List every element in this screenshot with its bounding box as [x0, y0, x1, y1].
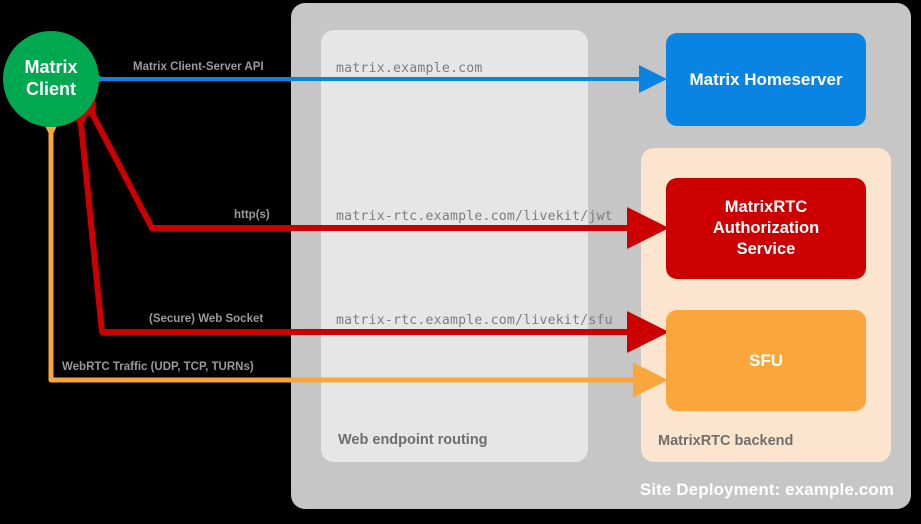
- node-matrix-homeserver-label: Matrix Homeserver: [689, 69, 843, 89]
- endpoint-label-livekit-sfu: matrix-rtc.example.com/livekit/sfu: [336, 313, 613, 328]
- node-matrix-client: Matrix Client: [3, 31, 99, 127]
- node-sfu: SFU: [666, 310, 866, 411]
- node-matrixrtc-authorization-service: MatrixRTC Authorization Service: [666, 178, 866, 279]
- node-auth-service-line3: Service: [736, 240, 796, 259]
- node-matrix-client-line1: Matrix: [24, 57, 78, 78]
- web-endpoint-routing-container: Web endpoint routing: [321, 30, 588, 462]
- endpoint-label-livekit-jwt: matrix-rtc.example.com/livekit/jwt: [336, 209, 613, 224]
- node-auth-service-line1: MatrixRTC: [724, 197, 808, 216]
- node-matrix-client-line2: Client: [25, 79, 76, 99]
- flow-label-secure-websocket: (Secure) Web Socket: [149, 313, 264, 325]
- flow-label-client-server-api: Matrix Client-Server API: [133, 61, 264, 73]
- node-auth-service-line2: Authorization: [712, 218, 820, 237]
- node-matrix-homeserver: Matrix Homeserver: [666, 33, 866, 126]
- flow-label-webrtc-traffic: WebRTC Traffic (UDP, TCP, TURNs): [62, 361, 254, 373]
- flow-label-https: http(s): [234, 209, 270, 221]
- web-endpoint-routing-label: Web endpoint routing: [338, 432, 488, 448]
- site-deployment-label: Site Deployment: example.com: [639, 480, 894, 499]
- matrixrtc-backend-label: MatrixRTC backend: [658, 433, 794, 449]
- endpoint-label-matrix: matrix.example.com: [336, 61, 483, 76]
- node-sfu-label: SFU: [749, 350, 783, 370]
